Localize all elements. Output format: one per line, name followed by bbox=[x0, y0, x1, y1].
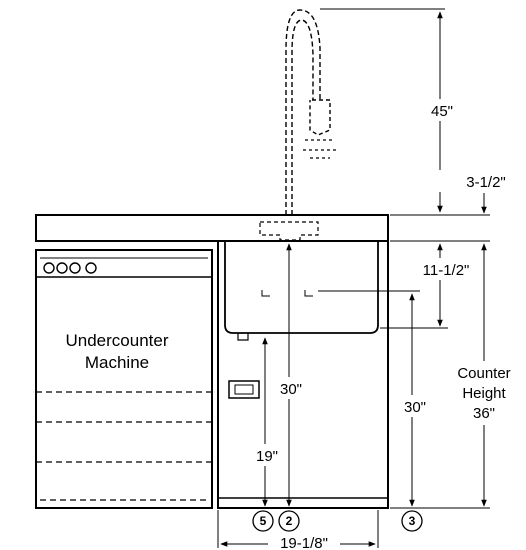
extension-lines bbox=[217, 8, 490, 548]
dim-cabinet-width: 19-1/8" bbox=[280, 535, 328, 550]
dim-inlet-to-floor: 19" bbox=[256, 448, 278, 465]
callout-5: 5 bbox=[252, 510, 274, 532]
dim-deck-thickness: 3-1/2" bbox=[466, 174, 506, 191]
dim-cabinet-to-floor: 30" bbox=[404, 399, 426, 416]
counter-height-line1: Counter bbox=[457, 365, 510, 382]
machine-label-line1: Undercounter bbox=[65, 331, 168, 350]
machine-label-line2: Machine bbox=[85, 353, 149, 372]
dim-bowl-depth: 11-1/2" bbox=[423, 262, 470, 279]
dim-drain-to-floor: 30" bbox=[280, 381, 302, 398]
sink-cabinet bbox=[217, 240, 389, 509]
counter-height-line2: Height bbox=[462, 385, 506, 402]
counter-deck bbox=[35, 214, 389, 242]
undercounter-machine bbox=[35, 249, 213, 509]
svg-text:2: 2 bbox=[286, 514, 293, 528]
control-knobs bbox=[43, 262, 97, 274]
faucet-outline bbox=[259, 9, 338, 241]
access-panel bbox=[228, 380, 260, 399]
dim-faucet-height: 45" bbox=[431, 103, 453, 120]
counter-height-line3: 36" bbox=[473, 405, 495, 422]
callout-3: 3 bbox=[401, 510, 423, 532]
svg-text:3: 3 bbox=[409, 514, 416, 528]
svg-text:5: 5 bbox=[260, 514, 267, 528]
callout-2: 2 bbox=[278, 510, 300, 532]
